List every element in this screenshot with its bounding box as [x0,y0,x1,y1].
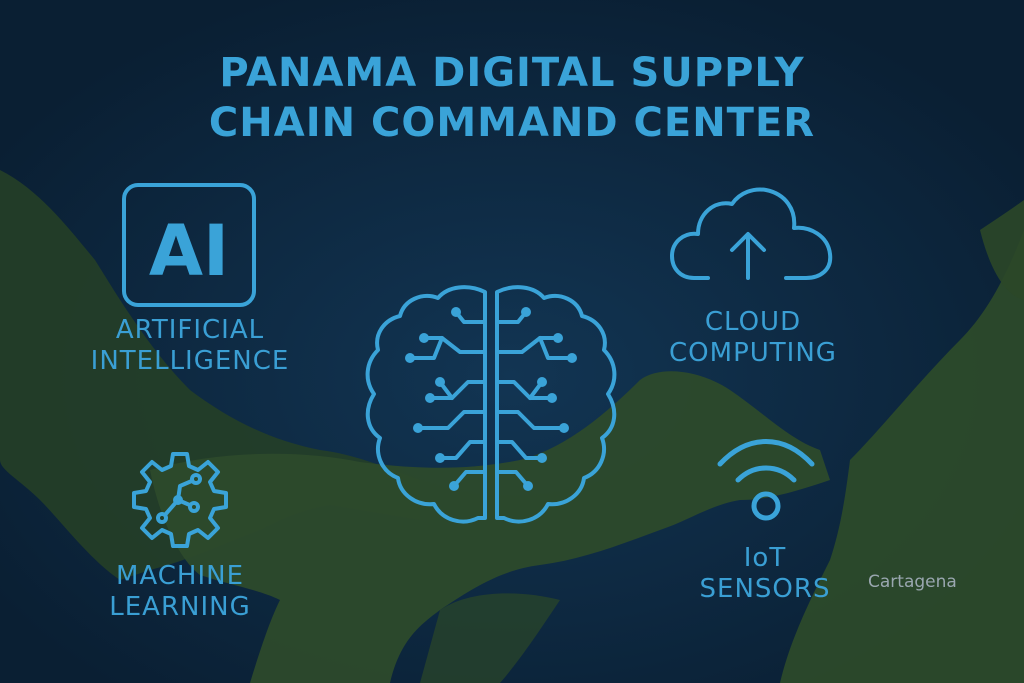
gear-circuit-icon [132,452,228,548]
ml-label-line-2: LEARNING [109,592,251,622]
iot-label: IoT SENSORS [670,543,860,605]
gulf-land [980,200,1024,300]
ai-label-line-1: ARTIFICIAL [115,315,265,345]
city-label-cartagena: Cartagena [868,572,957,592]
title-line-2: CHAIN COMMAND CENTER [208,100,816,146]
page-title: PANAMA DIGITAL SUPPLY CHAIN COMMAND CENT… [0,48,1024,148]
cloud-label-line-1: CLOUD [704,307,802,337]
ai-badge-text: AI [149,210,229,292]
title-line-1: PANAMA DIGITAL SUPPLY [219,50,805,96]
iot-label-line-1: IoT [743,543,787,573]
iot-label-line-2: SENSORS [699,574,831,604]
ml-label-line-1: MACHINE [115,561,244,591]
brain-circuit-icon [365,285,617,524]
cloud-label-line-2: COMPUTING [669,338,837,368]
wifi-sensor-icon [717,439,815,521]
cloud-upload-icon [670,187,833,280]
ai-chip-icon: AI [122,183,256,307]
ai-label: ARTIFICIAL INTELLIGENCE [70,315,310,377]
cloud-label: CLOUD COMPUTING [648,307,858,369]
panama-isthmus-land [150,371,830,683]
colombia-land [780,230,1024,683]
ml-label: MACHINE LEARNING [80,561,280,623]
ai-label-line-2: INTELLIGENCE [90,346,290,376]
